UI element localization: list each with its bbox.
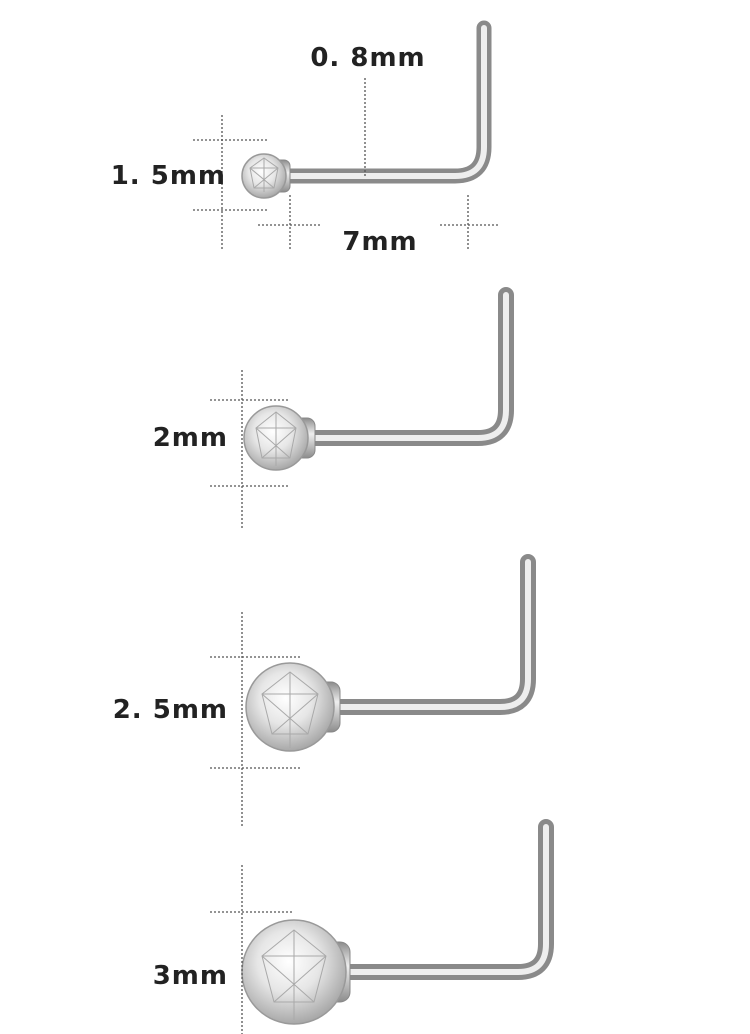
label-stud-2-5mm: 2. 5mm: [113, 695, 228, 725]
stud-3mm: 3mm: [153, 819, 554, 1034]
stud-1-5mm: 1. 5mm 0. 8mm 7mm: [111, 20, 500, 257]
l-shaped-post: [327, 554, 536, 715]
stud-2-5mm: 2. 5mm: [113, 554, 536, 828]
l-shaped-post: [302, 287, 514, 446]
dimension-guides: [210, 612, 300, 828]
label-wire-diameter: 0. 8mm: [310, 43, 425, 73]
label-bar-length: 7mm: [342, 227, 417, 257]
stud-2mm: 2mm: [153, 287, 514, 530]
dimension-guides: [193, 78, 500, 250]
dimension-guides: [210, 370, 290, 530]
l-shaped-post: [337, 819, 554, 980]
dimension-guides: [210, 865, 292, 1034]
label-stud-1-5mm: 1. 5mm: [111, 161, 226, 191]
label-stud-3mm: 3mm: [153, 961, 228, 991]
label-stud-2mm: 2mm: [153, 423, 228, 453]
